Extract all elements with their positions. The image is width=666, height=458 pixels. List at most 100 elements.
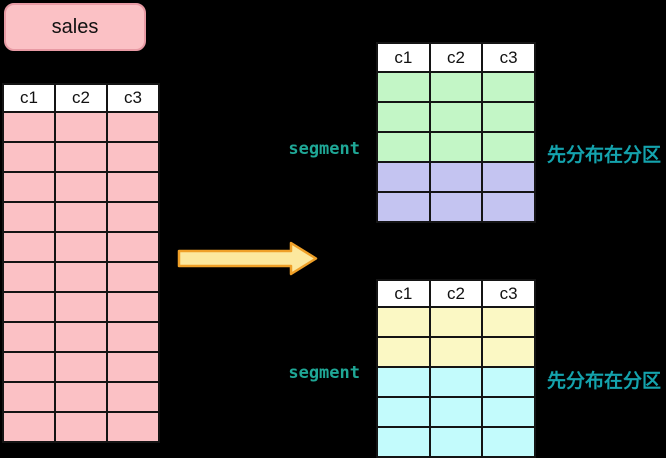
table-row — [2, 141, 160, 173]
table-cell — [376, 101, 431, 133]
sales-title: sales — [51, 15, 99, 38]
table-cell — [2, 321, 56, 353]
segment-label-bottom: segment — [288, 363, 360, 383]
table-cell — [376, 131, 431, 163]
column-header: c1 — [376, 42, 431, 73]
table-cell — [481, 131, 536, 163]
table-cell — [106, 231, 160, 263]
sales-table-title-box: sales — [4, 3, 146, 51]
column-header: c1 — [2, 83, 56, 113]
table-cell — [376, 426, 431, 458]
table-cell — [54, 321, 108, 353]
table-cell — [106, 411, 160, 443]
table-cell — [428, 366, 484, 398]
table-row — [2, 231, 160, 263]
column-header: c3 — [481, 279, 536, 308]
table-cell — [428, 131, 484, 163]
table-row — [2, 321, 160, 353]
table-cell — [481, 426, 536, 458]
table-cell — [54, 381, 108, 413]
table-cell — [428, 161, 484, 193]
table-row — [376, 191, 536, 223]
table-row — [2, 411, 160, 443]
table-cell — [106, 321, 160, 353]
column-header: c2 — [428, 279, 484, 308]
table-row — [376, 396, 536, 428]
table-row — [2, 111, 160, 143]
table-row — [2, 291, 160, 323]
table-cell — [106, 201, 160, 233]
table-row — [2, 171, 160, 203]
table-cell — [2, 381, 56, 413]
table-row — [376, 336, 536, 368]
table-cell — [376, 396, 431, 428]
table-cell — [106, 381, 160, 413]
table-cell — [54, 201, 108, 233]
table-cell — [481, 101, 536, 133]
segment-label-top: segment — [288, 139, 360, 159]
table-cell — [428, 306, 484, 338]
table-cell — [376, 366, 431, 398]
column-header: c3 — [106, 83, 160, 113]
table-cell — [481, 161, 536, 193]
table-cell — [2, 411, 56, 443]
table-cell — [106, 111, 160, 143]
table-cell — [428, 71, 484, 103]
table-row — [376, 71, 536, 103]
table-cell — [481, 396, 536, 428]
table-cell — [481, 306, 536, 338]
table-cell — [106, 171, 160, 203]
column-header: c3 — [481, 42, 536, 73]
table-cell — [2, 201, 56, 233]
table-row — [376, 131, 536, 163]
table-row — [2, 381, 160, 413]
table-cell — [54, 111, 108, 143]
partition-label-bottom: 先分布在分区 — [547, 371, 662, 392]
table-cell — [481, 71, 536, 103]
table-cell — [428, 426, 484, 458]
table-row — [376, 101, 536, 133]
table-cell — [106, 351, 160, 383]
table-cell — [54, 231, 108, 263]
flow-arrow-icon — [177, 241, 318, 276]
table-cell — [376, 71, 431, 103]
table-row — [2, 201, 160, 233]
table-cell — [481, 366, 536, 398]
table-cell — [2, 291, 56, 323]
table-cell — [106, 261, 160, 293]
table-cell — [106, 291, 160, 323]
table-cell — [2, 171, 56, 203]
table-cell — [428, 101, 484, 133]
partition-label-top: 先分布在分区 — [547, 145, 662, 166]
table-cell — [2, 261, 56, 293]
table-cell — [54, 291, 108, 323]
table-row — [376, 306, 536, 338]
table-cell — [54, 261, 108, 293]
table-row — [376, 426, 536, 458]
table-cell — [2, 141, 56, 173]
table-row — [376, 366, 536, 398]
table-cell — [2, 231, 56, 263]
table-cell — [428, 336, 484, 368]
column-header: c1 — [376, 279, 431, 308]
table-cell — [481, 191, 536, 223]
table-row — [376, 161, 536, 193]
table-row — [2, 261, 160, 293]
table-cell — [54, 411, 108, 443]
table-cell — [376, 306, 431, 338]
column-header: c2 — [428, 42, 484, 73]
table-cell — [376, 336, 431, 368]
table-cell — [376, 161, 431, 193]
table-cell — [106, 141, 160, 173]
table-row — [2, 351, 160, 383]
table-cell — [376, 191, 431, 223]
table-cell — [2, 351, 56, 383]
table-cell — [54, 351, 108, 383]
table-cell — [481, 336, 536, 368]
